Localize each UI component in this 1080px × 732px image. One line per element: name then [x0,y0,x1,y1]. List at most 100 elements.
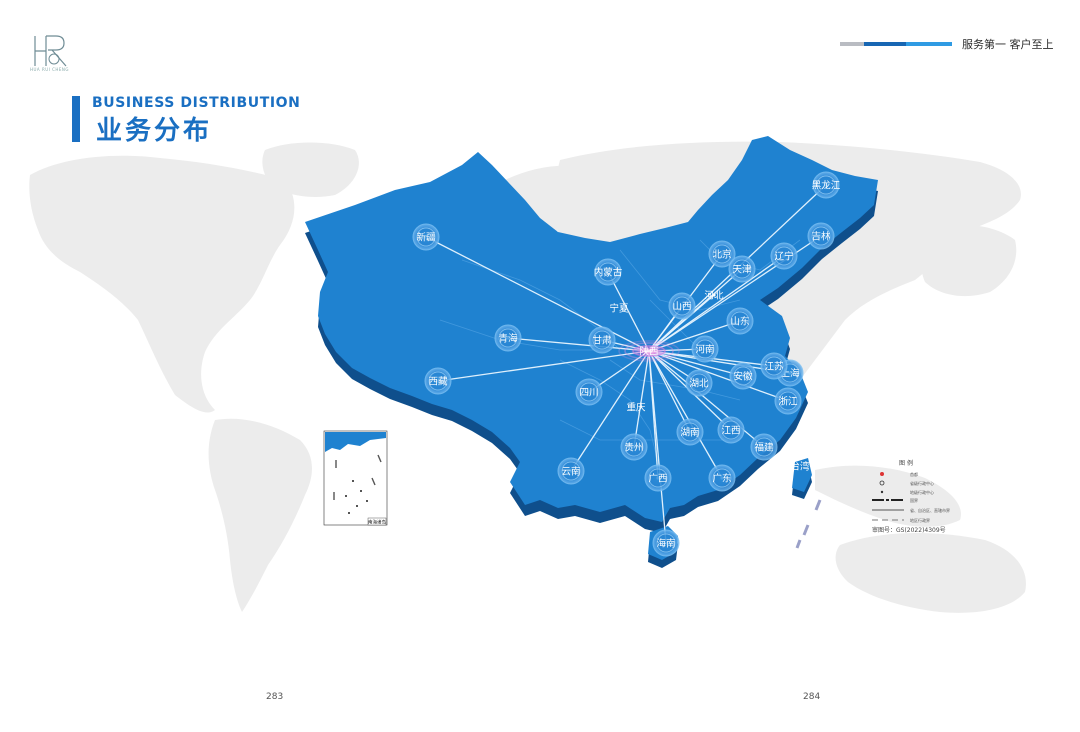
legend-provincial-symbol [879,480,885,486]
province-inner-ring-安徽 [733,366,753,386]
province-node-湖南: 湖南 [676,418,704,446]
inset-islands [345,480,368,514]
legend-prefecture-symbol [880,490,884,494]
inset-label: 南海诸岛 [368,519,386,526]
province-label-陕西: 陕西 [639,346,658,358]
hub-glow [618,340,680,362]
southeast-asia-shape [815,465,961,527]
map-legend: 图 例 首都 省级行政中心 地级行政中心 国界 省、自治区、直辖市界 地区行政界… [872,459,950,534]
province-node-宁夏: 宁夏 [609,303,629,315]
east-asia-coast-shape [920,224,1017,297]
province-nodes: 新疆西藏青海甘肃内蒙古宁夏陕西四川重庆云南贵州广西海南广东湖南湖北江西福建台湾浙… [412,171,841,557]
hub-glow-ring-2 [624,342,674,360]
province-label-河南: 河南 [695,344,714,356]
inset-dashes [333,454,382,500]
province-node-陕西: 陕西 [639,346,658,358]
inset-coast [325,432,386,452]
south-america-shape [208,418,312,612]
route-line-辽宁 [648,255,785,352]
route-line-贵州 [633,350,650,448]
province-inner-ring-新疆 [416,227,436,247]
province-node-福建: 福建 [750,433,778,461]
route-line-湖南 [648,350,691,433]
province-inner-ring-江西 [721,420,741,440]
province-label-台湾: 台湾 [790,461,810,473]
route-line-海南 [648,350,667,544]
province-inner-ring-内蒙古 [598,262,618,282]
route-line-山东 [648,320,741,352]
province-label-贵州: 贵州 [624,442,643,454]
route-line-福建 [648,350,765,448]
province-label-福建: 福建 [754,442,774,454]
province-label-云南: 云南 [561,466,580,478]
province-label-青海: 青海 [498,333,518,345]
province-inner-ring-北京 [712,244,732,264]
province-inner-ring-山东 [730,311,750,331]
province-label-山东: 山东 [730,316,749,328]
province-label-北京: 北京 [712,249,731,261]
province-node-山西: 山西 [668,292,696,320]
hub-glow-core [629,344,669,358]
legend-item-4: 国界 [910,497,918,503]
province-node-湖北: 湖北 [685,369,713,397]
province-label-吉林: 吉林 [811,231,831,243]
province-label-湖南: 湖南 [680,427,699,439]
deco-bar-light [906,42,952,46]
decorative-bars [840,42,952,46]
province-inner-ring-湖南 [680,422,700,442]
province-node-辽宁: 辽宁 [770,242,798,270]
province-node-河北: 河北 [704,290,724,302]
province-inner-ring-贵州 [624,437,644,457]
province-label-天津: 天津 [732,265,752,276]
province-inner-ring-黑龙江 [816,175,836,195]
province-node-河南: 河南 [691,335,719,363]
route-line-浙江 [648,350,789,402]
province-label-四川: 四川 [579,388,598,399]
legend-item-1: 首都 [910,471,918,477]
route-line-青海 [507,337,650,352]
province-node-海南: 海南 [652,529,680,557]
hub-glow-ring-1 [618,340,680,362]
province-label-宁夏: 宁夏 [609,303,629,315]
province-label-黑龙江: 黑龙江 [812,180,841,192]
route-line-内蒙古 [607,271,650,352]
deco-bar-dark [864,42,906,46]
province-inner-ring-山西 [672,296,692,316]
south-china-sea-inset: 南海诸岛 [323,430,388,526]
province-node-广西: 广西 [644,464,672,492]
province-inner-ring-江苏 [764,356,784,376]
province-node-西藏: 西藏 [424,367,452,395]
page-number-left: 283 [266,692,284,702]
legend-item-5: 省、自治区、直辖市界 [910,507,950,513]
legend-item-3: 地级行政中心 [910,489,934,495]
province-node-云南: 云南 [557,457,585,485]
province-label-江苏: 江苏 [764,361,784,373]
province-inner-ring-广东 [712,468,732,488]
province-node-台湾: 台湾 [790,461,810,473]
province-inner-ring-四川 [579,382,599,402]
province-node-浙江: 浙江 [774,387,802,415]
province-inner-ring-河南 [695,339,715,359]
province-node-四川: 四川 [575,378,603,406]
province-label-江西: 江西 [721,426,740,437]
province-label-广西: 广西 [648,473,667,485]
legend-capital-symbol [880,472,884,476]
province-label-内蒙古: 内蒙古 [594,267,623,279]
province-inner-ring-湖北 [689,373,709,393]
company-logo-icon [34,35,67,67]
province-label-重庆: 重庆 [626,402,646,414]
province-label-广东: 广东 [712,473,731,485]
province-label-河北: 河北 [704,290,724,302]
province-label-西藏: 西藏 [428,376,448,388]
legend-map-code: 审图号：GS(2022)4309号 [872,526,946,534]
province-inner-ring-广西 [648,468,668,488]
province-node-江西: 江西 [717,416,745,444]
greenland-shape [262,142,359,197]
province-node-青海: 青海 [494,324,522,352]
sea-boundary-dashes [795,499,822,549]
page-number-right: 284 [803,692,821,702]
province-node-广东: 广东 [708,464,736,492]
taiwan-island [792,458,812,492]
province-inner-ring-吉林 [811,226,831,246]
